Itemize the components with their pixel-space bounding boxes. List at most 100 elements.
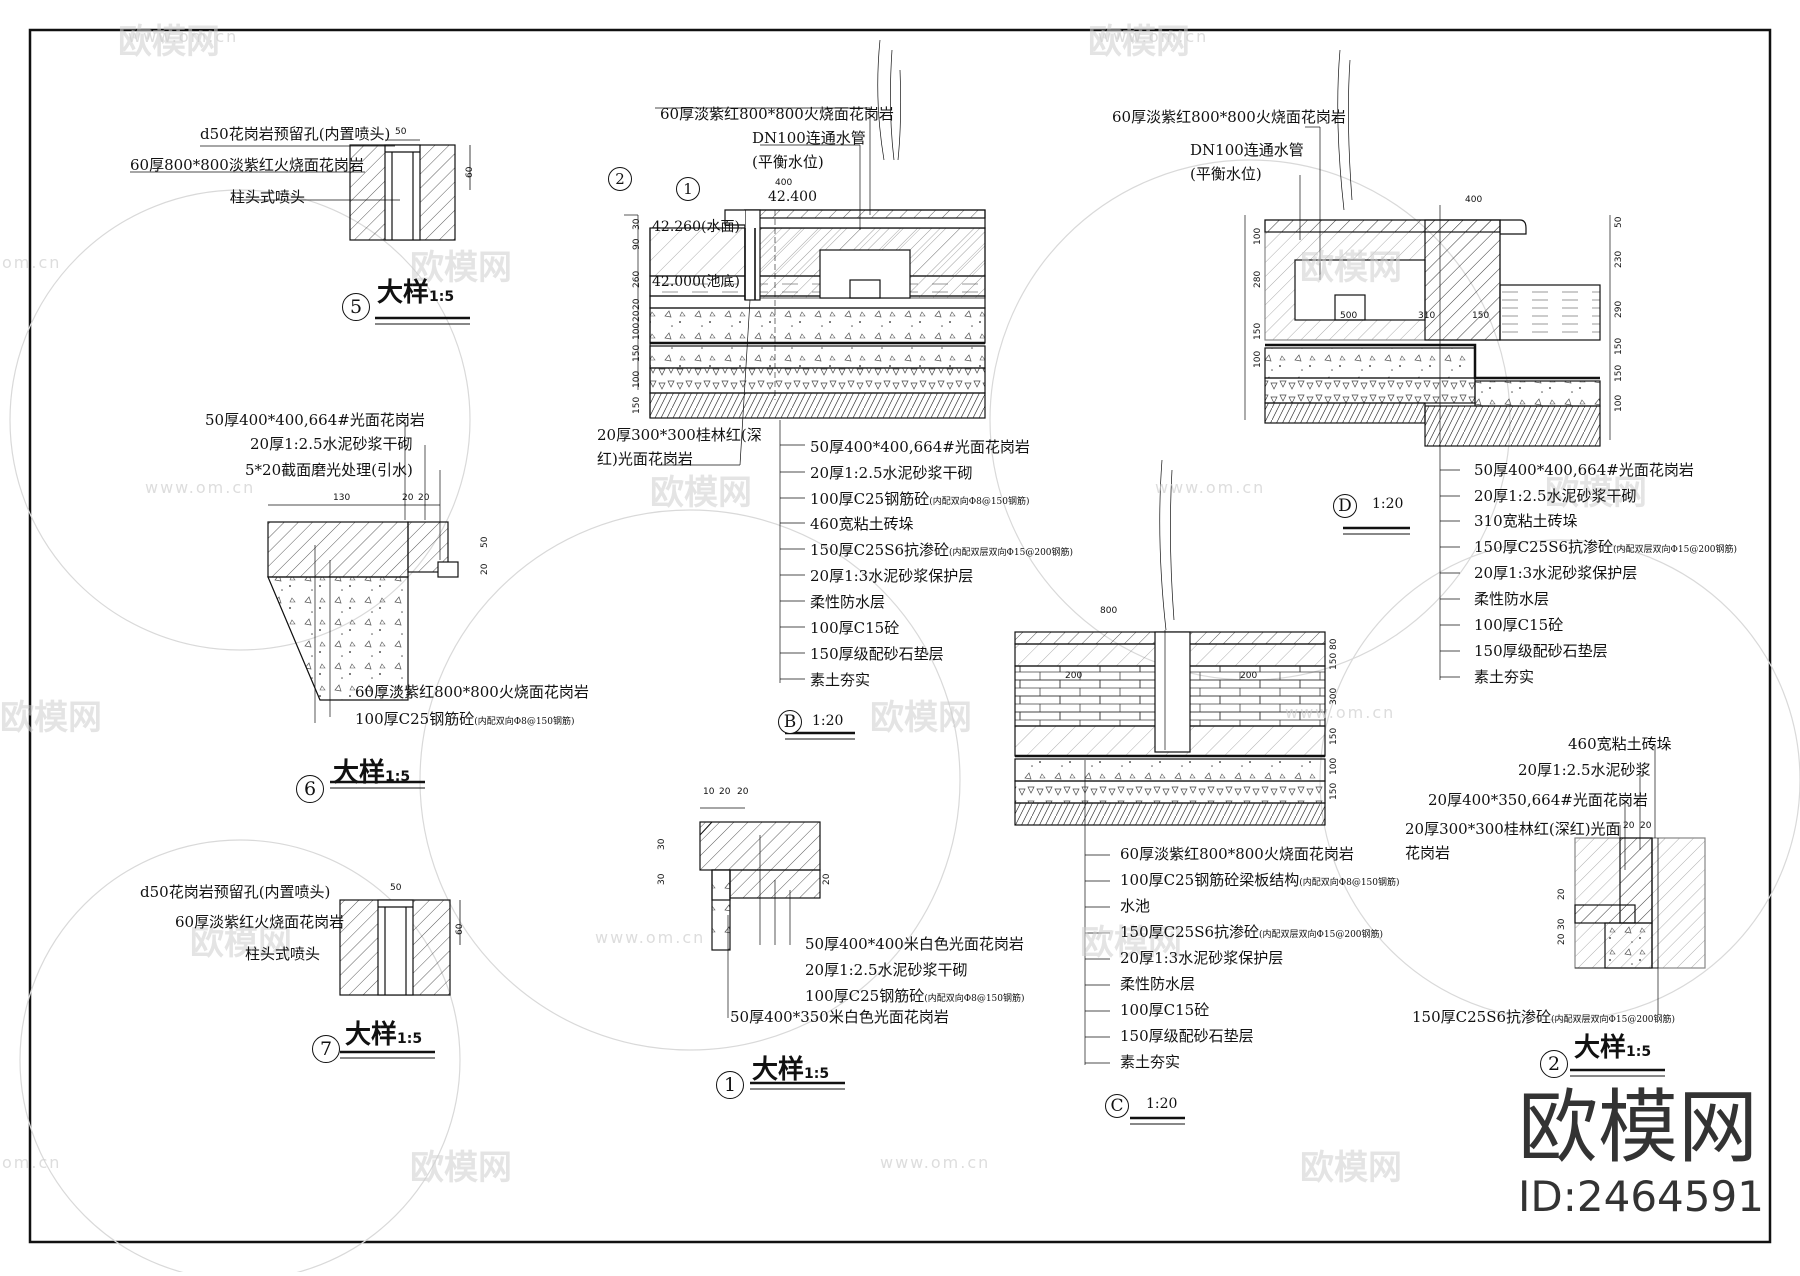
- dd-dim-right-100: 100: [1614, 394, 1624, 412]
- db-layer-4: 460宽粘土砖垛: [810, 515, 914, 533]
- watermark-url: www.om.cn: [1098, 27, 1209, 46]
- dc-layer-4: 150厚C25S6抗渗砼(内配双层双向Φ15@200钢筋): [1120, 923, 1384, 941]
- d2-label-6: 150厚C25S6抗渗砼(内配双层双向Φ15@200钢筋): [1412, 1008, 1676, 1026]
- detail-6-drawing: [267, 422, 459, 789]
- dc-dim-80: 80: [1329, 638, 1339, 650]
- watermark-text: 欧模网: [870, 698, 972, 738]
- d6-dim-20c: 20: [480, 563, 490, 575]
- d5-label-hole: d50花岗岩预留孔(内置喷头): [200, 125, 391, 143]
- d2-dim-20d: 20: [1557, 933, 1567, 945]
- detail-d-drawing: [1244, 49, 1611, 680]
- d5-dim-width: 50: [395, 127, 407, 137]
- detail-c-number: C: [1105, 1094, 1129, 1118]
- dd-layer-1: 50厚400*400,664#光面花岗岩: [1474, 461, 1694, 479]
- dd-layer-7: 100厚C15砼: [1474, 616, 1564, 634]
- detail-1-title: 大样1:5: [752, 1055, 830, 1085]
- watermark-url: www.om.cn: [128, 27, 239, 46]
- d6-label-3: 5*20截面磨光处理(引水): [245, 461, 413, 479]
- db-layer-3: 100厚C25钢筋砼(内配双向Φ8@150钢筋): [810, 490, 1030, 508]
- d1-label-4: 50厚400*350米白色光面花岗岩: [730, 1008, 949, 1026]
- db-layer-8: 100厚C15砼: [810, 619, 900, 637]
- d6-label-5: 100厚C25钢筋砼(内配双向Φ8@150钢筋): [355, 710, 575, 728]
- detail-d-scale: 1:20: [1372, 496, 1404, 512]
- dd-layer-9: 素土夯实: [1474, 668, 1535, 686]
- dd-dim-right-150: 150: [1614, 337, 1624, 355]
- dc-dim-150a: 150: [1329, 652, 1339, 670]
- d5-label-granite: 60厚800*800淡紫红火烧面花岗岩: [130, 156, 364, 174]
- d2-label-4: 20厚300*300桂林红(深红)光面: [1405, 820, 1621, 838]
- dd-dim-left-100: 100: [1253, 227, 1263, 245]
- dc-layer-2: 100厚C25钢筋砼梁板结构(内配双向Φ8@150钢筋): [1120, 871, 1400, 889]
- db-dim-90: 90: [632, 238, 642, 250]
- watermark-text: 欧模网: [0, 698, 102, 738]
- detail-6-title: 大样1:5: [333, 758, 411, 788]
- d1-dim-20b: 20: [737, 787, 749, 797]
- dc-layer-6: 柔性防水层: [1120, 975, 1196, 993]
- d2-label-3: 20厚400*350,664#光面花岗岩: [1428, 791, 1648, 809]
- dd-dim-right-230: 230: [1614, 250, 1624, 268]
- d7-label-granite: 60厚淡紫红火烧面花岗岩: [175, 913, 345, 931]
- db-layer-5: 150厚C25S6抗渗砼(内配双层双向Φ15@200钢筋): [810, 541, 1074, 559]
- db-layer-6: 20厚1:3水泥砂浆保护层: [810, 567, 974, 585]
- db-dim-260: 260: [632, 270, 642, 288]
- db-dim-150a: 150: [632, 344, 642, 362]
- dc-layer-5: 20厚1:3水泥砂浆保护层: [1120, 949, 1284, 967]
- d1-dim-10: 10: [703, 787, 715, 797]
- watermark-url: om.cn: [2, 1153, 62, 1172]
- watermark-text: 欧模网: [190, 923, 292, 963]
- dd-layer-6: 柔性防水层: [1474, 590, 1550, 608]
- d1-label-1: 50厚400*400米白色光面花岗岩: [805, 935, 1024, 953]
- dd-dim-right-150b: 150: [1614, 364, 1624, 382]
- dd-layer-8: 150厚级配砂石垫层: [1474, 642, 1608, 660]
- dd-dim-150: 150: [1472, 311, 1490, 321]
- d1-label-2: 20厚1:2.5水泥砂浆干砌: [805, 961, 968, 979]
- dc-dim-150b: 150: [1329, 727, 1339, 745]
- d6-label-4: 60厚淡紫红800*800火烧面花岗岩: [355, 683, 589, 701]
- d5-dim-height: 60: [465, 166, 475, 178]
- db-layer-9: 150厚级配砂石垫层: [810, 645, 944, 663]
- db-dim-100b: 100: [632, 370, 642, 388]
- watermark-text: 欧模网: [1300, 248, 1402, 288]
- db-side-label-1: 20厚300*300桂林红(深: [597, 426, 762, 444]
- dc-dim-300: 300: [1329, 687, 1339, 705]
- db-top-granite: 60厚淡紫红800*800火烧面花岗岩: [660, 105, 894, 123]
- detail-1-drawing: [699, 807, 845, 1090]
- watermark-text: 欧模网: [410, 1148, 512, 1188]
- watermark-url: www.om.cn: [1285, 703, 1396, 722]
- d6-dim-130: 130: [333, 493, 351, 503]
- dd-dim-310: 310: [1418, 311, 1436, 321]
- dd-dim-400: 400: [1465, 195, 1483, 205]
- dd-dim-500: 500: [1340, 311, 1358, 321]
- detail-5-drawing: [130, 139, 471, 325]
- db-layer-1: 50厚400*400,664#光面花岗岩: [810, 438, 1030, 456]
- dd-top-level: (平衡水位): [1190, 165, 1262, 183]
- db-top-pipe: DN100连通水管: [752, 129, 866, 147]
- dd-dim-right-290: 290: [1614, 300, 1624, 318]
- watermark-text: 欧模网: [1080, 923, 1182, 963]
- db-elev-top: 42.400: [768, 189, 817, 205]
- dd-top-pipe: DN100连通水管: [1190, 141, 1304, 159]
- watermark-text: 欧模网: [118, 22, 220, 62]
- d6-dim-20b: 20: [418, 493, 430, 503]
- detail-7-drawing: [339, 899, 461, 1059]
- detail-2-title: 大样1:5: [1574, 1033, 1652, 1063]
- watermark-url: om.cn: [2, 253, 62, 272]
- db-ref-1: 1: [676, 177, 700, 201]
- watermark-text: 欧模网: [1088, 22, 1190, 62]
- db-layer-10: 素土夯实: [810, 671, 871, 689]
- dc-dim-200b: 200: [1240, 671, 1258, 681]
- watermark-text: 欧模网: [1300, 1148, 1402, 1188]
- d6-dim-50: 50: [480, 536, 490, 548]
- dc-layer-3: 水池: [1120, 897, 1151, 915]
- dd-dim-left-280: 280: [1253, 270, 1263, 288]
- detail-b-number: B: [778, 710, 802, 734]
- d2-label-2: 20厚1:2.5水泥砂浆: [1518, 761, 1651, 779]
- detail-7-title: 大样1:5: [345, 1020, 423, 1050]
- d7-dim-width: 50: [390, 883, 402, 893]
- dd-dim-left-150: 150: [1253, 322, 1263, 340]
- db-side-label-2: 红)光面花岗岩: [597, 450, 693, 468]
- d6-label-1: 50厚400*400,664#光面花岗岩: [205, 411, 425, 429]
- d2-label-5: 花岗岩: [1405, 844, 1451, 862]
